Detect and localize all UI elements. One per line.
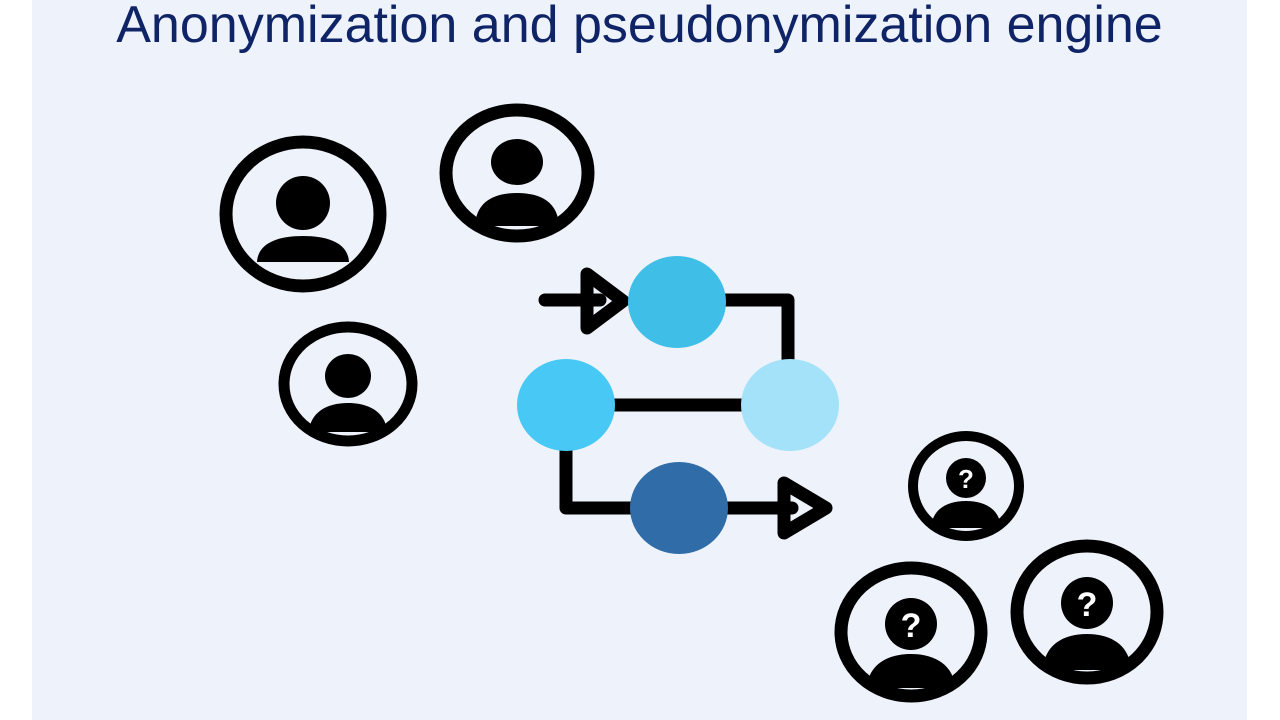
person-icon (219, 135, 387, 293)
unknown-person-icon: ? (834, 561, 988, 703)
process-node-left (517, 359, 615, 451)
unknown-person-icon: ? (908, 431, 1024, 541)
person-icon (278, 321, 418, 447)
unknown-badge-text: ? (901, 607, 922, 645)
process-flow-icon (517, 256, 839, 554)
process-node-right (741, 359, 839, 451)
unknown-person-icon: ? (1010, 539, 1164, 685)
unknown-badge-text: ? (958, 464, 974, 494)
person-icon (439, 103, 595, 243)
slide-title: Anonymization and pseudonymization engin… (116, 0, 1163, 54)
process-node-top (628, 256, 726, 348)
slide-background (32, 0, 1247, 720)
unknown-badge-text: ? (1077, 586, 1098, 624)
process-node-bottom (630, 462, 728, 554)
